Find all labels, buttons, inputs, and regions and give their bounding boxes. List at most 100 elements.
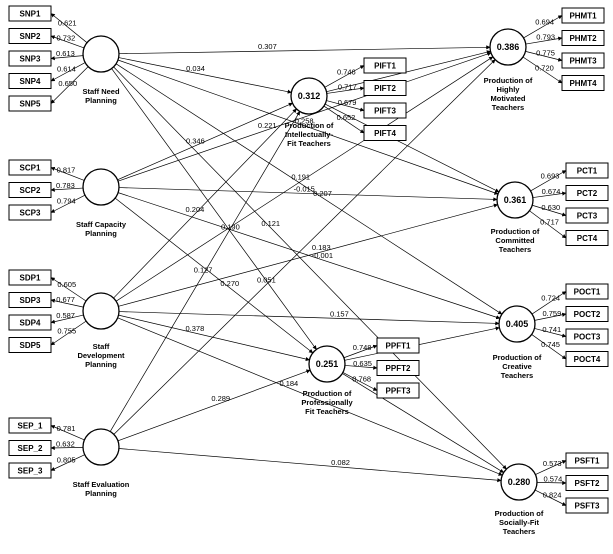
indicator-poct3: POCT3 <box>565 328 609 345</box>
latent-label-line: Staff Evaluation <box>73 480 130 489</box>
indicator-snp4: SNP4 <box>8 73 52 89</box>
indicator-phmt2: PHMT2 <box>561 30 605 46</box>
indicator-sep_2: SEP_2 <box>8 440 52 456</box>
latent-label-line: Intellectually- <box>285 130 333 139</box>
outer-loading: 0.824 <box>543 491 562 500</box>
indicator-pift3: PIFT3 <box>363 102 407 119</box>
r-squared: 0.251 <box>316 359 339 369</box>
loading-line <box>50 445 84 451</box>
outer-loading: 0.573 <box>543 459 562 468</box>
outer-loading: 0.746 <box>337 67 356 76</box>
outer-loading: 0.574 <box>544 475 563 484</box>
latent-label-line: Professionally <box>301 398 353 407</box>
loading-line <box>50 425 85 441</box>
indicator-label: PCT2 <box>577 189 598 198</box>
indicator-label: SNP1 <box>20 10 41 19</box>
indicator-sep_3: SEP_3 <box>8 462 52 479</box>
path-sdp-poct <box>118 311 500 326</box>
loading-line <box>323 105 365 134</box>
indicator-label: PSFT3 <box>575 502 600 511</box>
indicator-label: SCP3 <box>20 209 41 218</box>
indicator-poct2: POCT2 <box>565 306 609 322</box>
outer-loading: 0.717 <box>540 218 559 227</box>
latent-label-line: Fit Teachers <box>305 407 349 416</box>
outer-loading: 0.783 <box>56 181 75 190</box>
path-pift-pct <box>324 103 500 193</box>
indicator-label: PPFT3 <box>386 387 411 396</box>
loading-line <box>50 13 88 43</box>
indicator-label: PPFT2 <box>386 364 411 373</box>
indicator-poct1: POCT1 <box>565 283 609 300</box>
path-coefficient: 0.221 <box>258 121 277 130</box>
indicator-snp5: SNP5 <box>8 95 52 112</box>
outer-loading: 0.775 <box>536 48 555 57</box>
latent-label-line: Planning <box>85 360 117 369</box>
indicator-sdp3: SDP3 <box>8 292 52 308</box>
outer-loading: 0.755 <box>57 326 76 335</box>
indicator-label: SNP4 <box>20 77 41 86</box>
outer-loading: 0.717 <box>338 82 357 91</box>
outer-loading: 0.677 <box>56 295 75 304</box>
path-coefficient: 0.157 <box>330 309 349 318</box>
loading-line <box>530 170 567 192</box>
indicator-label: PCT3 <box>577 212 598 221</box>
indicator-label: PSFT1 <box>575 457 600 466</box>
outer-loading: 0.748 <box>353 343 372 352</box>
indicator-label: PPFT1 <box>386 342 411 351</box>
latent-label-line: Production of <box>493 353 542 362</box>
outer-loading: 0.630 <box>541 203 560 212</box>
outer-loading: 0.768 <box>352 374 371 383</box>
indicator-phmt1: PHMT1 <box>561 7 605 24</box>
loading-line <box>534 328 567 338</box>
latent-label-line: Development <box>77 351 125 360</box>
loading-line <box>50 277 87 302</box>
loading-line <box>50 314 84 324</box>
indicator-snp3: SNP3 <box>8 50 52 67</box>
indicator-pift2: PIFT2 <box>363 80 407 96</box>
indicator-psft2: PSFT2 <box>565 475 609 491</box>
loading-line <box>525 51 563 62</box>
path-coefficient: 0.051 <box>257 275 276 284</box>
indicator-label: POCT3 <box>574 333 601 342</box>
outer-loading: 0.621 <box>58 19 77 28</box>
outer-loading: 0.613 <box>56 49 75 58</box>
latent-label-line: Teachers <box>503 527 535 536</box>
path-snp-pift <box>118 57 292 94</box>
path-coefficient: 0.127 <box>194 266 213 275</box>
path-sdp-psft <box>117 317 503 476</box>
latent-label-line: Socially-Fit <box>499 518 540 527</box>
indicator-label: PHMT4 <box>569 79 597 88</box>
path-sep-psft <box>118 448 502 483</box>
latent-label-line: Creative <box>502 362 532 371</box>
loading-line <box>50 194 86 213</box>
loading-line <box>50 66 89 104</box>
path-coefficient: -0.001 <box>312 251 333 260</box>
latent-label-line: Production of <box>495 509 544 518</box>
latent-label-line: Teachers <box>501 371 533 380</box>
outer-loading: 0.724 <box>541 294 560 303</box>
indicator-label: SNP5 <box>20 100 41 109</box>
path-snp-phmt <box>118 45 491 55</box>
path-coefficient: 0.258 <box>295 117 314 126</box>
indicator-label: SDP4 <box>20 319 41 328</box>
indicator-label: SEP_3 <box>18 467 43 476</box>
indicator-label: PIFT3 <box>374 107 396 116</box>
path-ppft-poct <box>344 326 500 361</box>
loading-line <box>344 365 378 370</box>
path-scp-phmt <box>117 52 492 182</box>
r-squared: 0.386 <box>497 42 520 52</box>
outer-loading: 0.650 <box>58 79 77 88</box>
r-squared: 0.312 <box>298 91 321 101</box>
indicator-label: SEP_1 <box>18 422 43 431</box>
indicator-ppft2: PPFT2 <box>376 360 420 376</box>
outer-loading: 0.793 <box>536 33 555 42</box>
loading-line <box>534 489 567 506</box>
outer-loading: 0.741 <box>542 325 561 334</box>
path-ppft-psft <box>342 373 505 473</box>
